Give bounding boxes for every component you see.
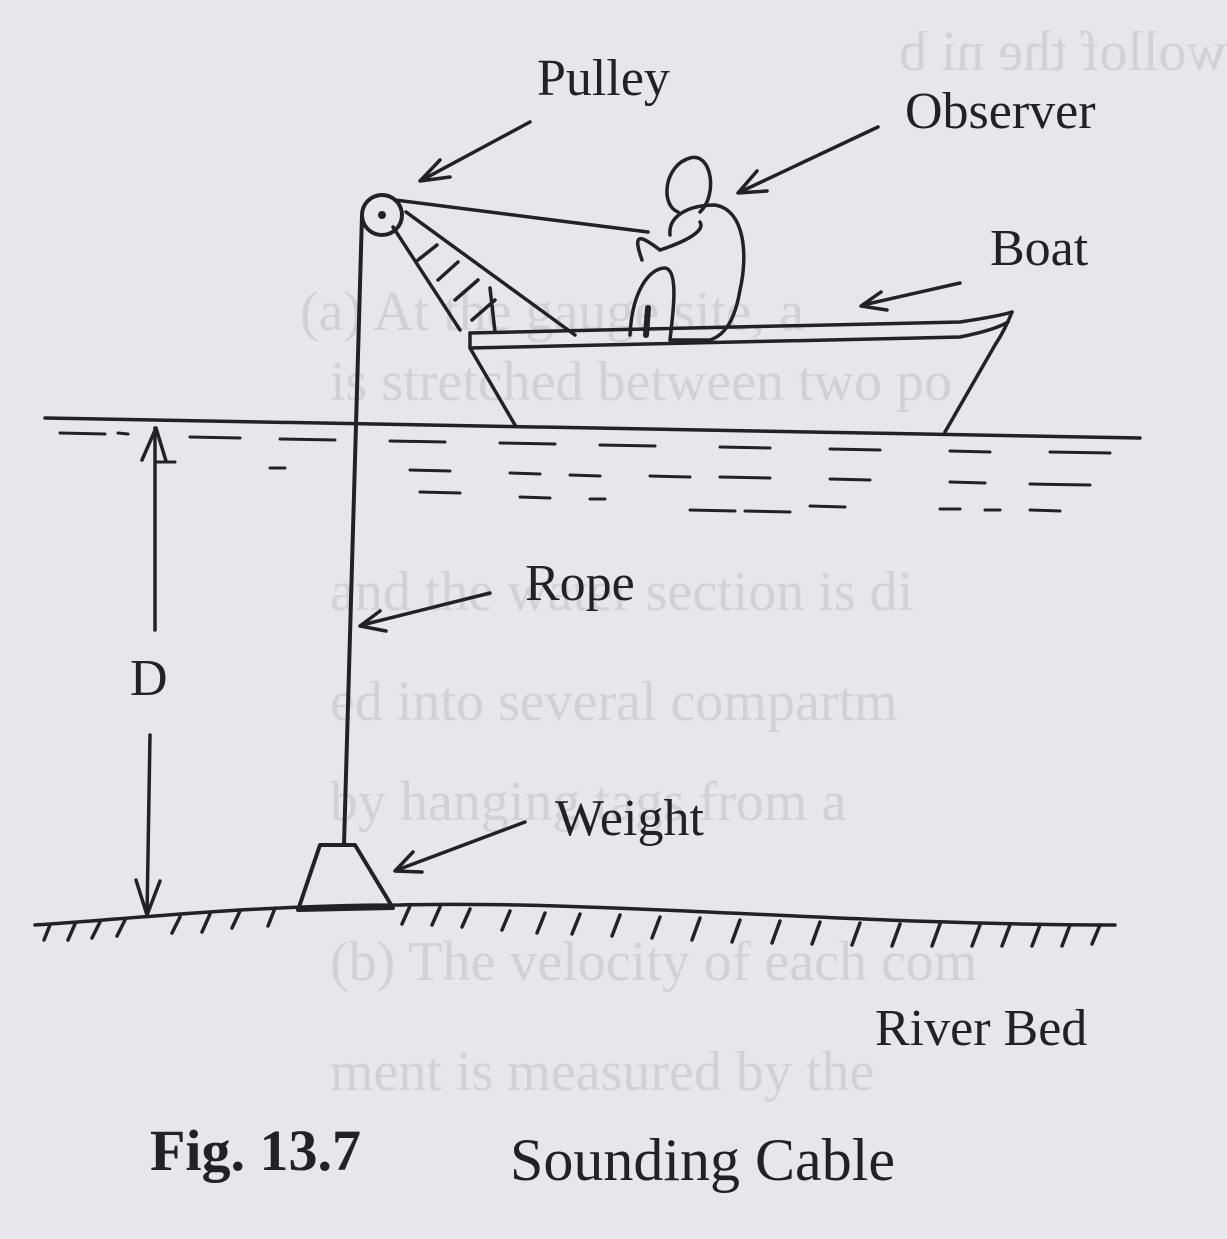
weight bbox=[296, 843, 395, 912]
boat bbox=[468, 310, 1014, 434]
observer-label: Observer bbox=[905, 83, 1096, 140]
svg-text:is stretched between two po: is stretched between two po bbox=[330, 351, 952, 413]
rope bbox=[342, 213, 364, 847]
leader-arrows bbox=[358, 120, 962, 874]
figure-title: Sounding Cable bbox=[510, 1127, 895, 1193]
svg-text:by hanging tags from a: by hanging tags from a bbox=[330, 771, 846, 833]
bleed-through: wollof the ni b (a) At the gauge site, a… bbox=[300, 21, 1227, 1103]
rope-label: Rope bbox=[525, 555, 635, 612]
observer-arrow bbox=[736, 125, 880, 195]
svg-text:ment is measured by the: ment is measured by the bbox=[330, 1041, 874, 1103]
svg-text:wollof the ni b: wollof the ni b bbox=[899, 21, 1227, 83]
figure-number: Fig. 13.7 bbox=[150, 1118, 361, 1183]
pulley-label: Pulley bbox=[537, 50, 670, 107]
weight-label: Weight bbox=[555, 790, 704, 847]
svg-text:and the water section is di: and the water section is di bbox=[330, 561, 913, 623]
rope-arrow bbox=[358, 591, 492, 633]
water-surface bbox=[43, 416, 1142, 514]
river-bed-label: River Bed bbox=[875, 1000, 1087, 1057]
cable-to-observer bbox=[393, 198, 650, 234]
svg-text:(b) The velocity of each com: (b) The velocity of each com bbox=[330, 931, 977, 993]
river-bed bbox=[33, 902, 1117, 948]
depth-dimension bbox=[134, 426, 168, 917]
svg-text:ed into several compartm: ed into several compartm bbox=[330, 671, 898, 733]
boat-arrow bbox=[859, 281, 962, 312]
boat-label: Boat bbox=[990, 220, 1089, 277]
weight-arrow bbox=[393, 820, 527, 874]
depth-label: D bbox=[130, 650, 168, 707]
davit-boom bbox=[391, 210, 577, 337]
svg-text:(a) At the gauge site, a: (a) At the gauge site, a bbox=[300, 281, 804, 343]
observer-figure bbox=[628, 155, 746, 342]
pulley-arrow bbox=[418, 120, 532, 183]
